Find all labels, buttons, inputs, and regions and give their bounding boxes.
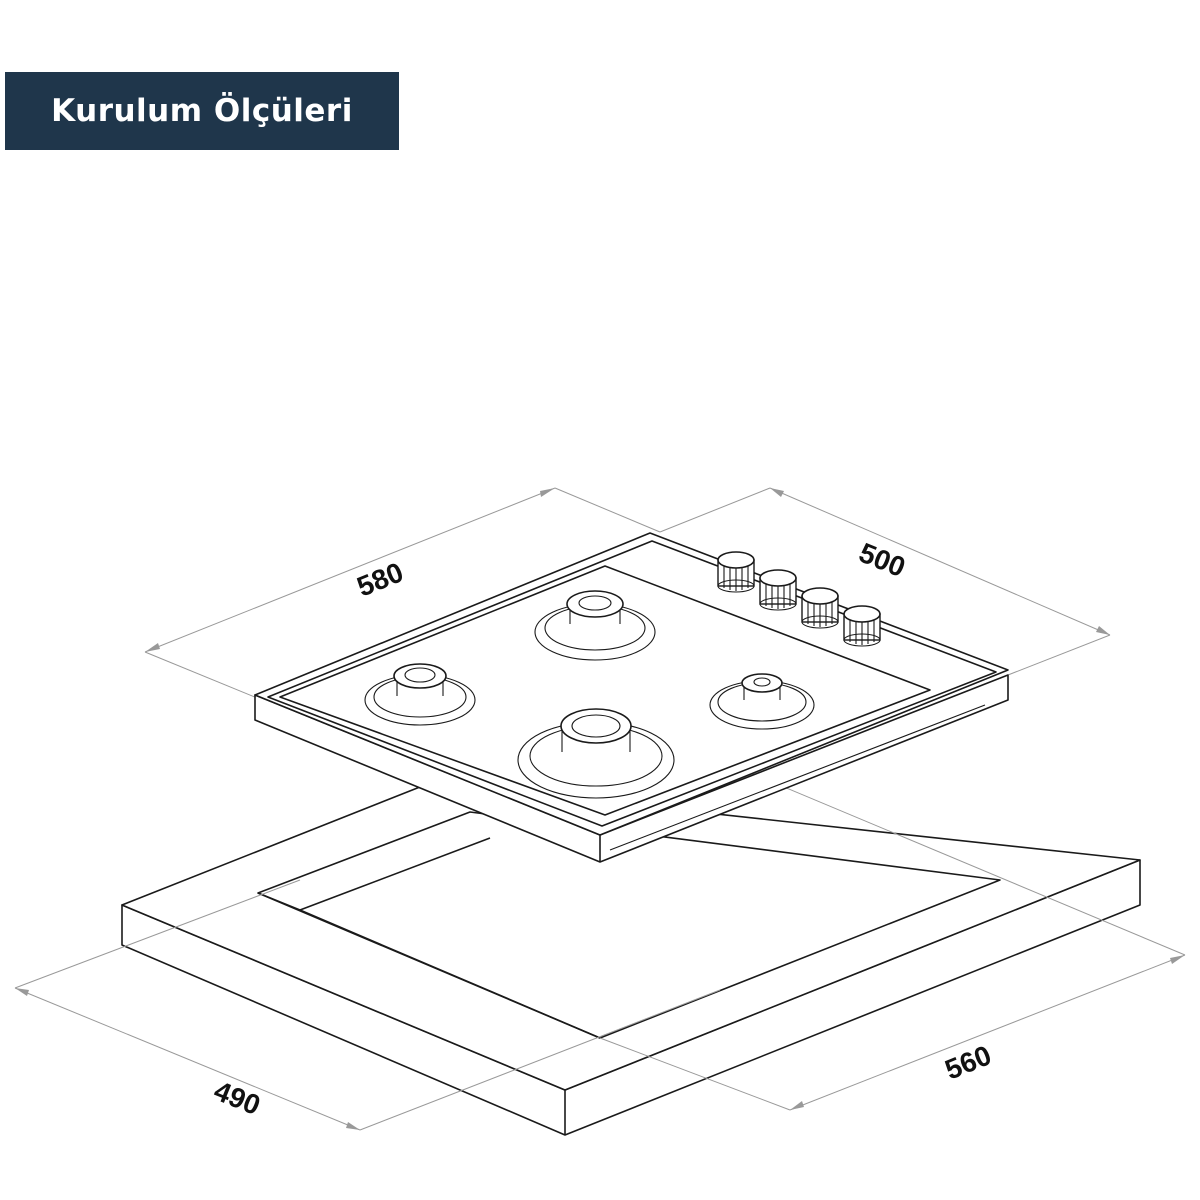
page-title-banner: Kurulum Ölçüleri bbox=[5, 72, 399, 150]
dimension-label-500: 500 bbox=[855, 537, 910, 583]
dimension-label-560: 560 bbox=[941, 1039, 996, 1085]
gas-hob bbox=[254, 532, 1009, 863]
countertop bbox=[121, 782, 1141, 1136]
knob-4 bbox=[843, 605, 881, 647]
dimension-lines bbox=[14, 487, 1186, 1131]
burner-rear-left bbox=[364, 663, 476, 726]
control-knobs bbox=[717, 551, 881, 647]
knob-1 bbox=[717, 551, 755, 593]
dimension-label-490: 490 bbox=[210, 1075, 265, 1121]
burner-front-right bbox=[709, 673, 815, 730]
page-title: Kurulum Ölçüleri bbox=[51, 93, 353, 129]
burner-rear-right bbox=[534, 590, 656, 661]
knob-2 bbox=[759, 569, 797, 611]
burner-front-left bbox=[517, 708, 675, 799]
dimension-label-580: 580 bbox=[353, 556, 408, 602]
knob-3 bbox=[801, 587, 839, 629]
